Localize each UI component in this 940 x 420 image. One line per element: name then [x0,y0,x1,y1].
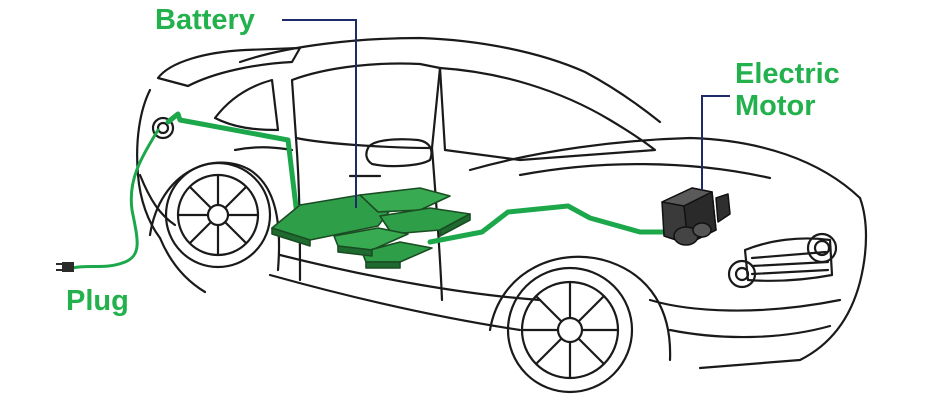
battery-label: Battery [155,4,255,36]
power-wiring [165,111,675,245]
battery-pointer-line [282,19,357,208]
motor-pointer-line [701,95,730,190]
plug-label: Plug [66,285,129,317]
charging-cable [70,128,160,270]
electric-motor-label-line1: Electric [735,58,840,90]
front-wheel [506,266,634,394]
electric-motor-label: Electric Motor [735,58,840,122]
plug-connector-icon [56,262,74,272]
electric-motor-label-line2: Motor [735,90,816,122]
battery-pack [271,187,471,269]
electric-motor [661,187,731,246]
pointer-lines [282,19,730,208]
rear-wheel [164,161,272,269]
